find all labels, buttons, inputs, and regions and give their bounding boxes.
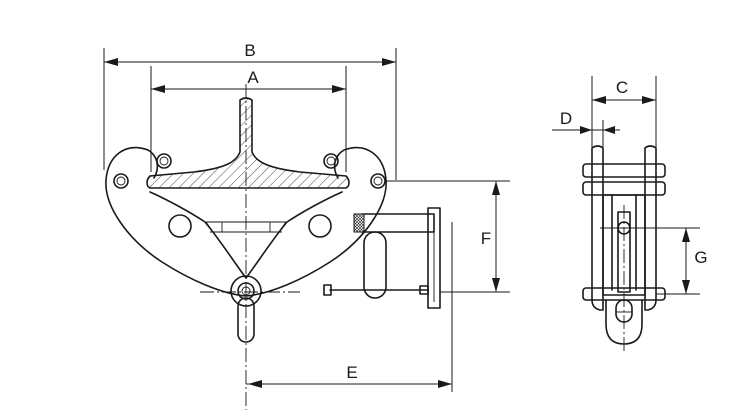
left-side-plate: [591, 145, 604, 311]
dimension-label-d: D: [560, 109, 572, 128]
dimension-c: C: [591, 76, 657, 148]
dimension-d: D: [552, 109, 620, 148]
side-view: [582, 145, 688, 352]
dimension-b: B: [103, 41, 397, 180]
dimension-label-a: A: [247, 68, 259, 87]
top-right-pin: [323, 153, 339, 169]
clamp-body-outline: [105, 146, 387, 297]
dimension-g: G: [645, 227, 708, 295]
dimension-f: F: [386, 180, 510, 293]
right-pin: [370, 173, 386, 189]
dimension-e: E: [246, 222, 453, 392]
top-left-pin: [156, 153, 172, 169]
dimension-a: A: [150, 66, 347, 172]
dimension-label-e: E: [346, 363, 357, 382]
dimension-label-b: B: [244, 41, 255, 60]
adjusting-screw: [323, 207, 441, 309]
dimension-label-g: G: [694, 248, 707, 267]
left-hole: [168, 214, 192, 238]
dimension-label-f: F: [481, 229, 491, 248]
front-view: [105, 84, 441, 410]
beam-section: [146, 97, 350, 189]
left-pin: [113, 173, 129, 189]
dimension-label-c: C: [616, 78, 628, 97]
right-hole: [308, 214, 332, 238]
